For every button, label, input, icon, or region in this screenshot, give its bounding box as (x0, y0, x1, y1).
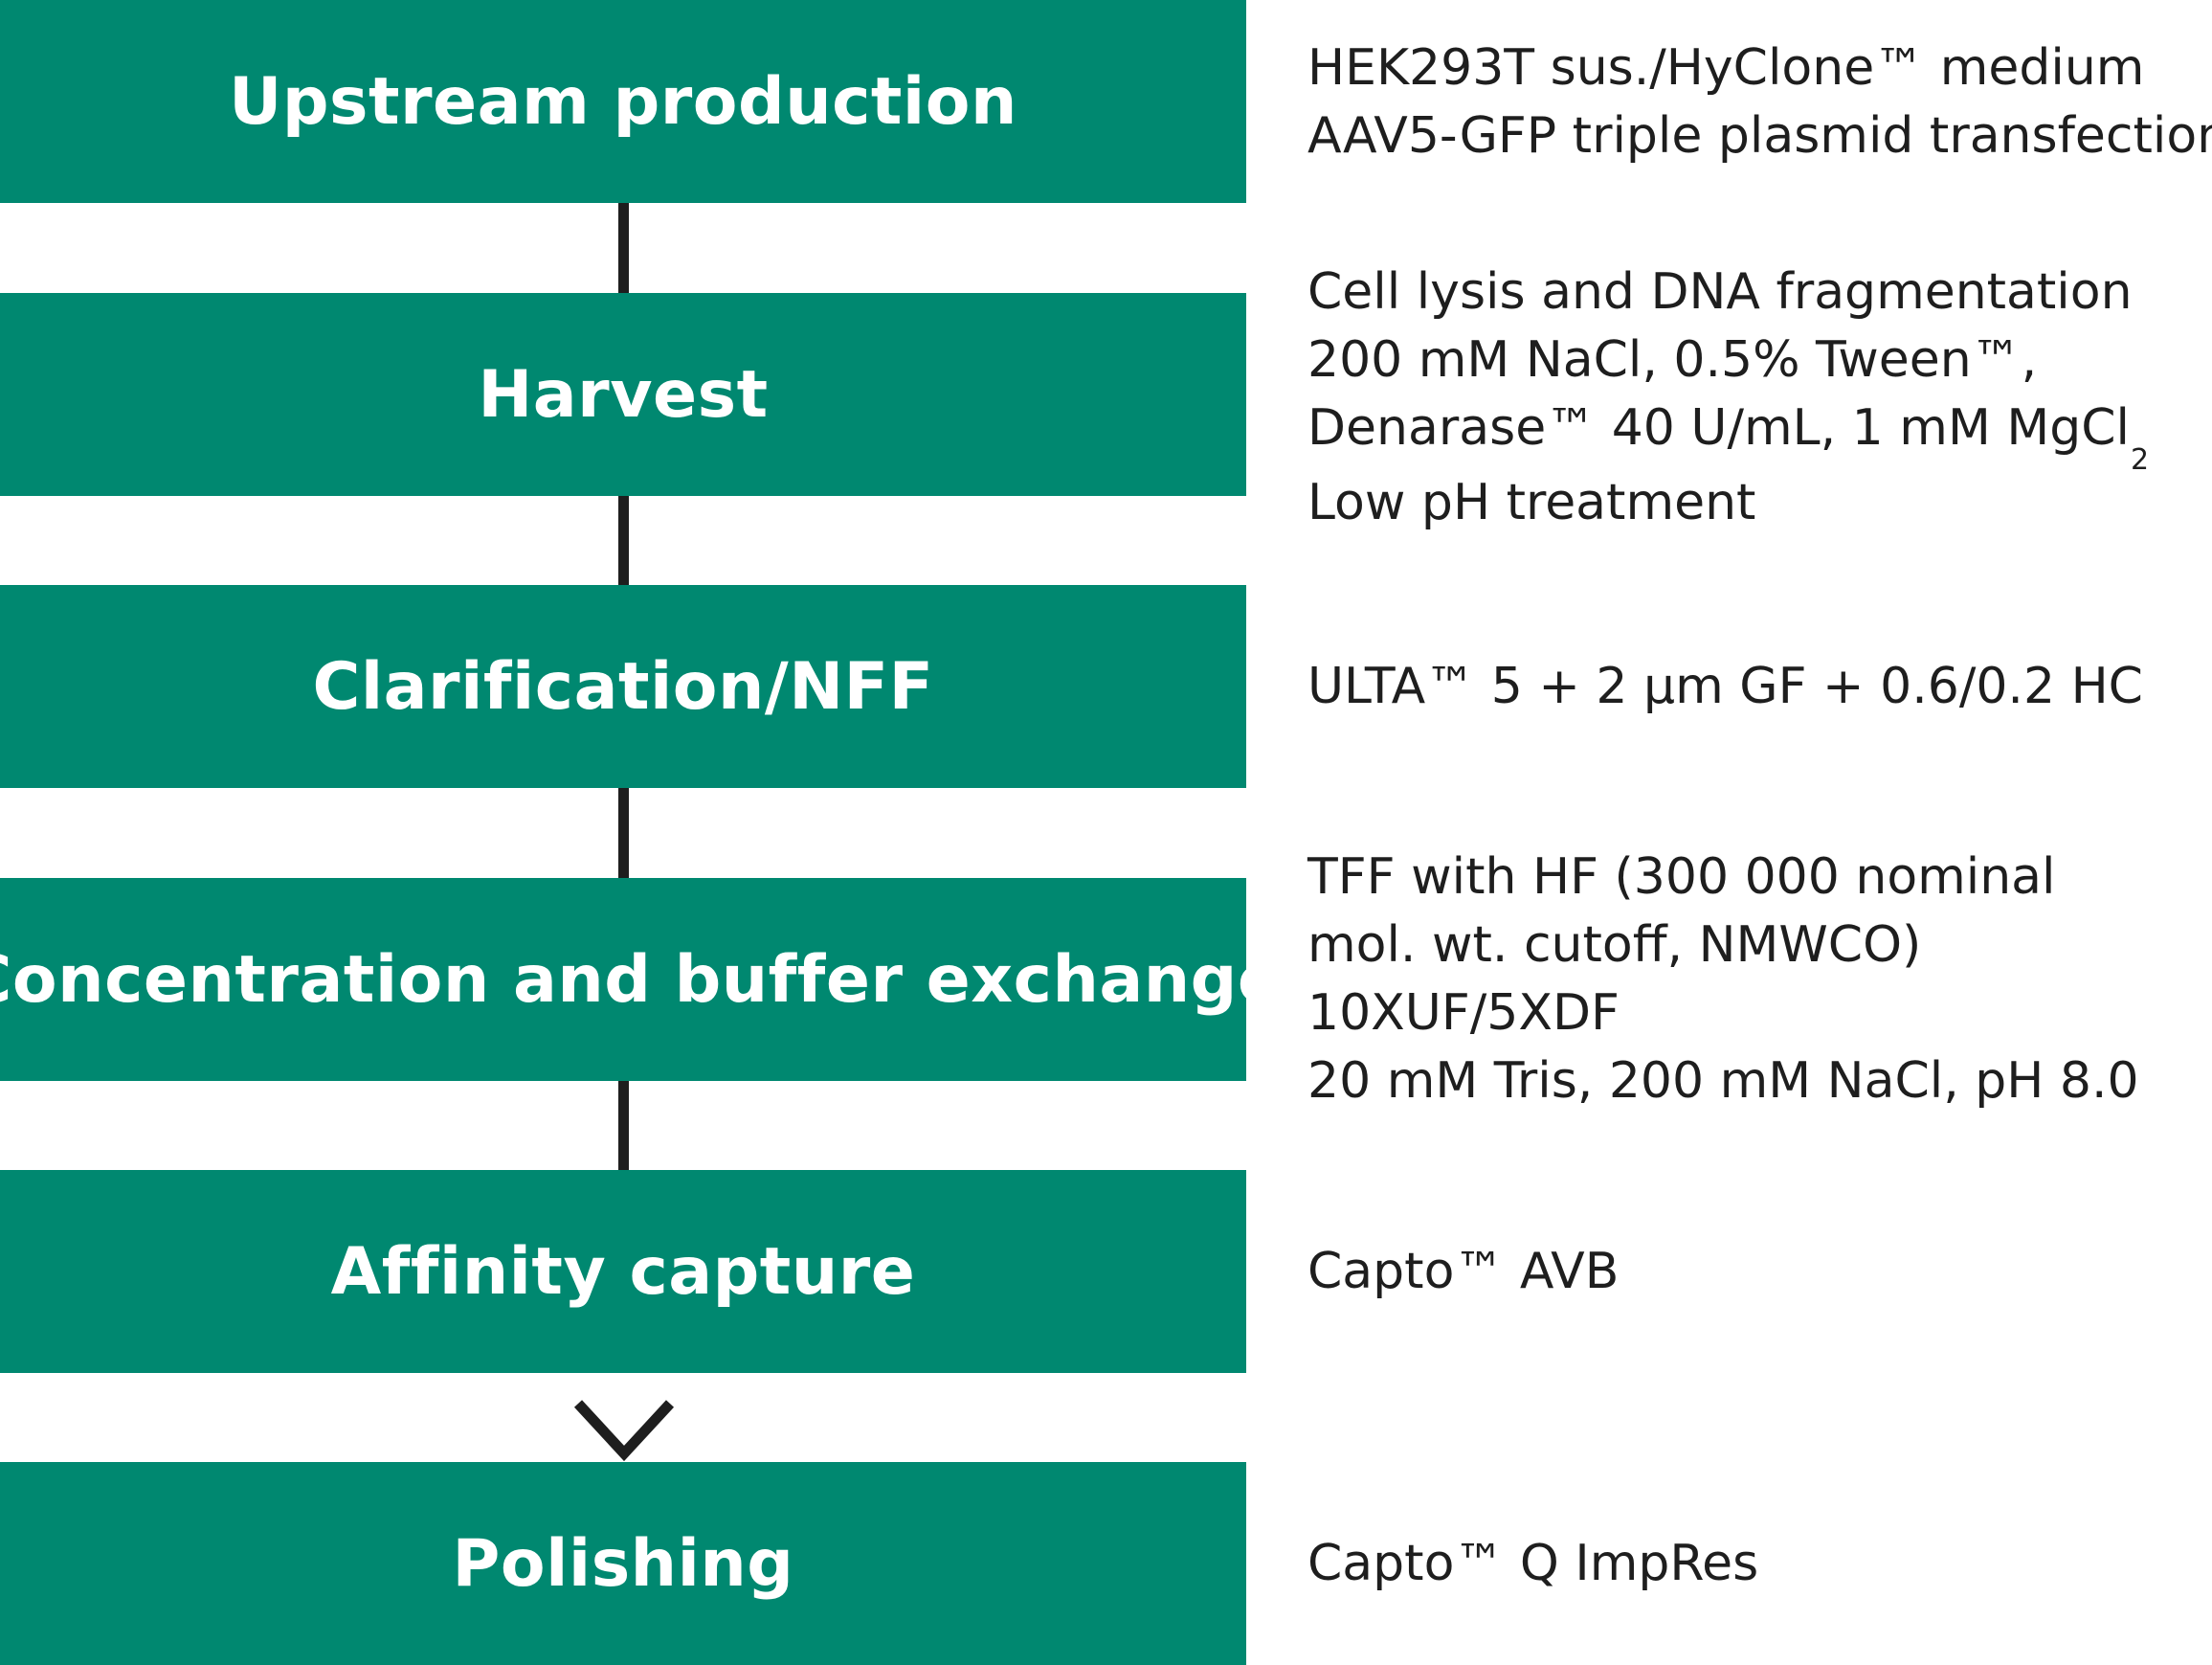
detail-line: Capto™ AVB (1307, 1243, 1620, 1300)
connector-line-4 (618, 1081, 629, 1170)
step-box-concentration: Concentration and buffer exchange (0, 878, 1282, 1081)
connector-line-3 (618, 788, 629, 878)
step-label: Affinity capture (330, 1233, 916, 1310)
detail-line: Low pH treatment (1307, 474, 1756, 531)
detail-line: Cell lysis and DNA fragmentation (1307, 263, 2133, 321)
step-details-concentration: TFF with HF (300 000 nominal mol. wt. cu… (1307, 844, 2139, 1115)
detail-line: 10XUF/5XDF (1307, 984, 1620, 1042)
step-label: Polishing (452, 1525, 794, 1602)
step-details-polishing: Capto™ Q ImpRes (1307, 1530, 1758, 1598)
step-details-upstream-production: HEK293T sus./HyClone™ medium AAV5-GFP tr… (1307, 34, 2212, 170)
step-details-harvest: Cell lysis and DNA fragmentation 200 mM … (1307, 259, 2149, 537)
step-box-harvest: Harvest (0, 293, 1246, 496)
arrow-down-icon (573, 1400, 675, 1462)
step-box-affinity-capture: Affinity capture (0, 1170, 1246, 1373)
detail-line: Capto™ Q ImpRes (1307, 1535, 1759, 1592)
step-label: Concentration and buffer exchange (0, 941, 1283, 1018)
detail-line: mol. wt. cutoff, NMWCO) (1307, 916, 1922, 974)
step-details-affinity-capture: Capto™ AVB (1307, 1238, 1619, 1306)
connector-line-1 (618, 203, 629, 293)
detail-line: AAV5-GFP triple plasmid transfection (1307, 107, 2212, 165)
step-label: Upstream production (229, 63, 1017, 140)
step-label: Harvest (478, 356, 769, 433)
step-box-upstream-production: Upstream production (0, 0, 1246, 203)
connector-line-2 (618, 496, 629, 585)
step-box-polishing: Polishing (0, 1462, 1246, 1665)
detail-line-text: Denarase™ 40 U/mL, 1 mM MgCl (1307, 399, 2130, 457)
subscript-text: 2 (2130, 443, 2150, 477)
detail-line: 20 mM Tris, 200 mM NaCl, pH 8.0 (1307, 1052, 2139, 1110)
step-details-clarification: ULTA™ 5 + 2 µm GF + 0.6/0.2 HC (1307, 653, 2143, 721)
step-label: Clarification/NFF (312, 648, 934, 725)
detail-line: 200 mM NaCl, 0.5% Tween™, (1307, 331, 2038, 389)
detail-line-with-subscript: Denarase™ 40 U/mL, 1 mM MgCl2 (1307, 394, 2149, 477)
detail-line: HEK293T sus./HyClone™ medium (1307, 39, 2145, 97)
detail-line: ULTA™ 5 + 2 µm GF + 0.6/0.2 HC (1307, 658, 2143, 715)
step-box-clarification: Clarification/NFF (0, 585, 1246, 788)
detail-line: TFF with HF (300 000 nominal (1307, 848, 2056, 906)
